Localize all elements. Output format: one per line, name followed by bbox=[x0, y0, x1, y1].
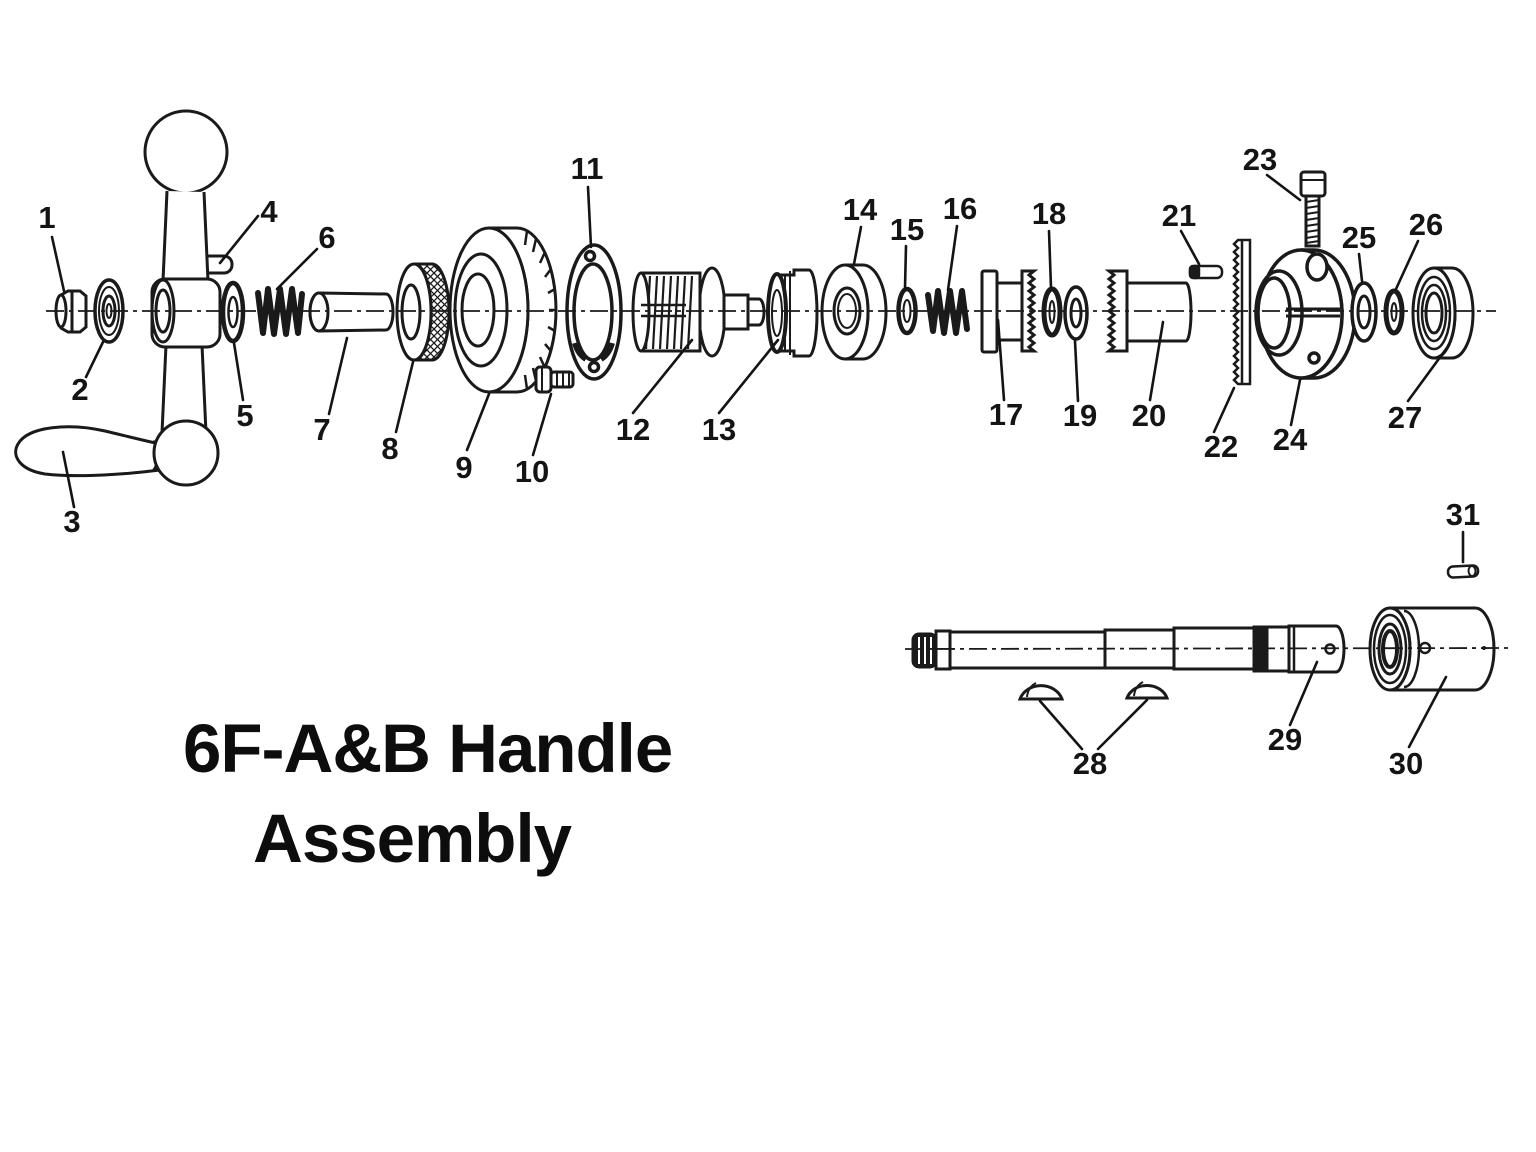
part-label-6: 6 bbox=[318, 220, 335, 255]
leader-28b bbox=[1096, 698, 1149, 751]
part-3-handle-grip-lever bbox=[14, 425, 169, 478]
part-label-4: 4 bbox=[260, 194, 278, 229]
leader-17 bbox=[996, 318, 1006, 402]
part-label-12: 12 bbox=[616, 412, 650, 447]
leader-2 bbox=[84, 340, 105, 379]
part-label-29: 29 bbox=[1268, 722, 1302, 757]
leader-23 bbox=[1265, 173, 1302, 202]
part-7-spacer-sleeve bbox=[308, 291, 395, 333]
part-5-o-ring bbox=[220, 280, 246, 344]
part-label-23: 23 bbox=[1243, 142, 1277, 177]
part-labels: 1 2 3 4 5 6 7 8 9 10 11 12 13 14 15 16 1… bbox=[38, 142, 1480, 781]
leader-19 bbox=[1073, 339, 1080, 403]
part-8-knurled-nut bbox=[395, 262, 451, 362]
part-label-11: 11 bbox=[571, 151, 604, 186]
part-24-clamp-hub bbox=[1254, 248, 1357, 380]
part-27-ball-bearing bbox=[1411, 266, 1475, 360]
part-19-washer-ring bbox=[1063, 285, 1089, 341]
part-28-woodruff-keys bbox=[1017, 681, 1170, 701]
part-16-coil-spring bbox=[925, 288, 970, 336]
leader-1 bbox=[50, 235, 66, 293]
leader-15 bbox=[903, 244, 908, 290]
leader-16 bbox=[946, 224, 959, 292]
part-label-15: 15 bbox=[890, 212, 924, 247]
leader-27 bbox=[1406, 343, 1451, 403]
leader-26 bbox=[1394, 239, 1420, 291]
part-label-5: 5 bbox=[236, 398, 253, 433]
part-label-18: 18 bbox=[1032, 196, 1066, 231]
part-18-retaining-ring bbox=[1041, 286, 1063, 338]
part-26-retaining-ring bbox=[1383, 288, 1405, 336]
leader-24 bbox=[1289, 378, 1302, 427]
leader-21 bbox=[1179, 229, 1201, 266]
leader-18 bbox=[1047, 229, 1053, 290]
part-22-rack-plate bbox=[1232, 238, 1252, 386]
part-label-26: 26 bbox=[1409, 207, 1443, 242]
leader-25 bbox=[1357, 252, 1364, 283]
part-label-22: 22 bbox=[1204, 429, 1238, 464]
leader-8 bbox=[394, 360, 415, 434]
part-10-set-screw bbox=[534, 365, 575, 394]
part-label-8: 8 bbox=[381, 431, 398, 466]
leader-22 bbox=[1212, 386, 1236, 434]
leader-6 bbox=[275, 247, 319, 291]
part-11-flange-plate bbox=[565, 243, 623, 381]
leader-14 bbox=[852, 225, 863, 266]
part-label-14: 14 bbox=[843, 192, 878, 227]
part-label-20: 20 bbox=[1132, 398, 1166, 433]
leader-9 bbox=[465, 392, 491, 452]
part-label-25: 25 bbox=[1342, 220, 1376, 255]
part-label-2: 2 bbox=[71, 372, 88, 407]
part-label-9: 9 bbox=[455, 450, 472, 485]
part-label-3: 3 bbox=[63, 504, 80, 539]
leader-28a bbox=[1038, 699, 1084, 751]
part-label-24: 24 bbox=[1273, 422, 1308, 457]
part-15-retaining-ring bbox=[896, 286, 918, 336]
leader-lines bbox=[50, 173, 1465, 751]
part-23-socket-head-screw bbox=[1299, 170, 1327, 248]
leader-13 bbox=[717, 338, 780, 415]
part-label-31: 31 bbox=[1446, 497, 1480, 532]
title-line-1: 6F-A&B Handle bbox=[183, 710, 672, 787]
part-label-10: 10 bbox=[515, 454, 549, 489]
part-label-28: 28 bbox=[1073, 746, 1107, 781]
part-13-grooved-collar bbox=[766, 268, 819, 358]
part-14-bearing bbox=[820, 263, 888, 361]
leader-4 bbox=[218, 214, 260, 265]
leader-29 bbox=[1288, 660, 1319, 727]
part-label-27: 27 bbox=[1388, 400, 1422, 435]
part-21-dowel-pin bbox=[1188, 264, 1224, 280]
handle-bar bbox=[143, 109, 234, 487]
leader-12 bbox=[631, 338, 694, 415]
part-12-threaded-collet bbox=[631, 266, 766, 358]
leader-11 bbox=[586, 185, 593, 249]
shaft-axis-line bbox=[904, 647, 1513, 650]
leader-5 bbox=[232, 341, 245, 402]
part-label-30: 30 bbox=[1389, 746, 1423, 781]
leader-30 bbox=[1407, 675, 1448, 749]
part-label-16: 16 bbox=[943, 191, 977, 226]
part-label-1: 1 bbox=[38, 200, 55, 235]
leader-20 bbox=[1148, 320, 1165, 402]
part-label-21: 21 bbox=[1162, 198, 1196, 233]
leader-7 bbox=[327, 336, 349, 416]
part-label-7: 7 bbox=[313, 412, 330, 447]
part-25-washer bbox=[1350, 281, 1378, 343]
leader-10 bbox=[531, 392, 553, 457]
part-31-dowel-pin bbox=[1446, 564, 1480, 579]
part-label-17: 17 bbox=[989, 397, 1023, 432]
part-label-19: 19 bbox=[1063, 398, 1097, 433]
part-9-graduated-dial bbox=[448, 226, 558, 394]
diagram-title: 6F-A&B Handle Assembly bbox=[183, 710, 673, 877]
part-6-coil-spring bbox=[255, 286, 305, 337]
title-line-2: Assembly bbox=[253, 800, 572, 877]
part-label-13: 13 bbox=[702, 412, 736, 447]
leader-3 bbox=[61, 450, 76, 509]
